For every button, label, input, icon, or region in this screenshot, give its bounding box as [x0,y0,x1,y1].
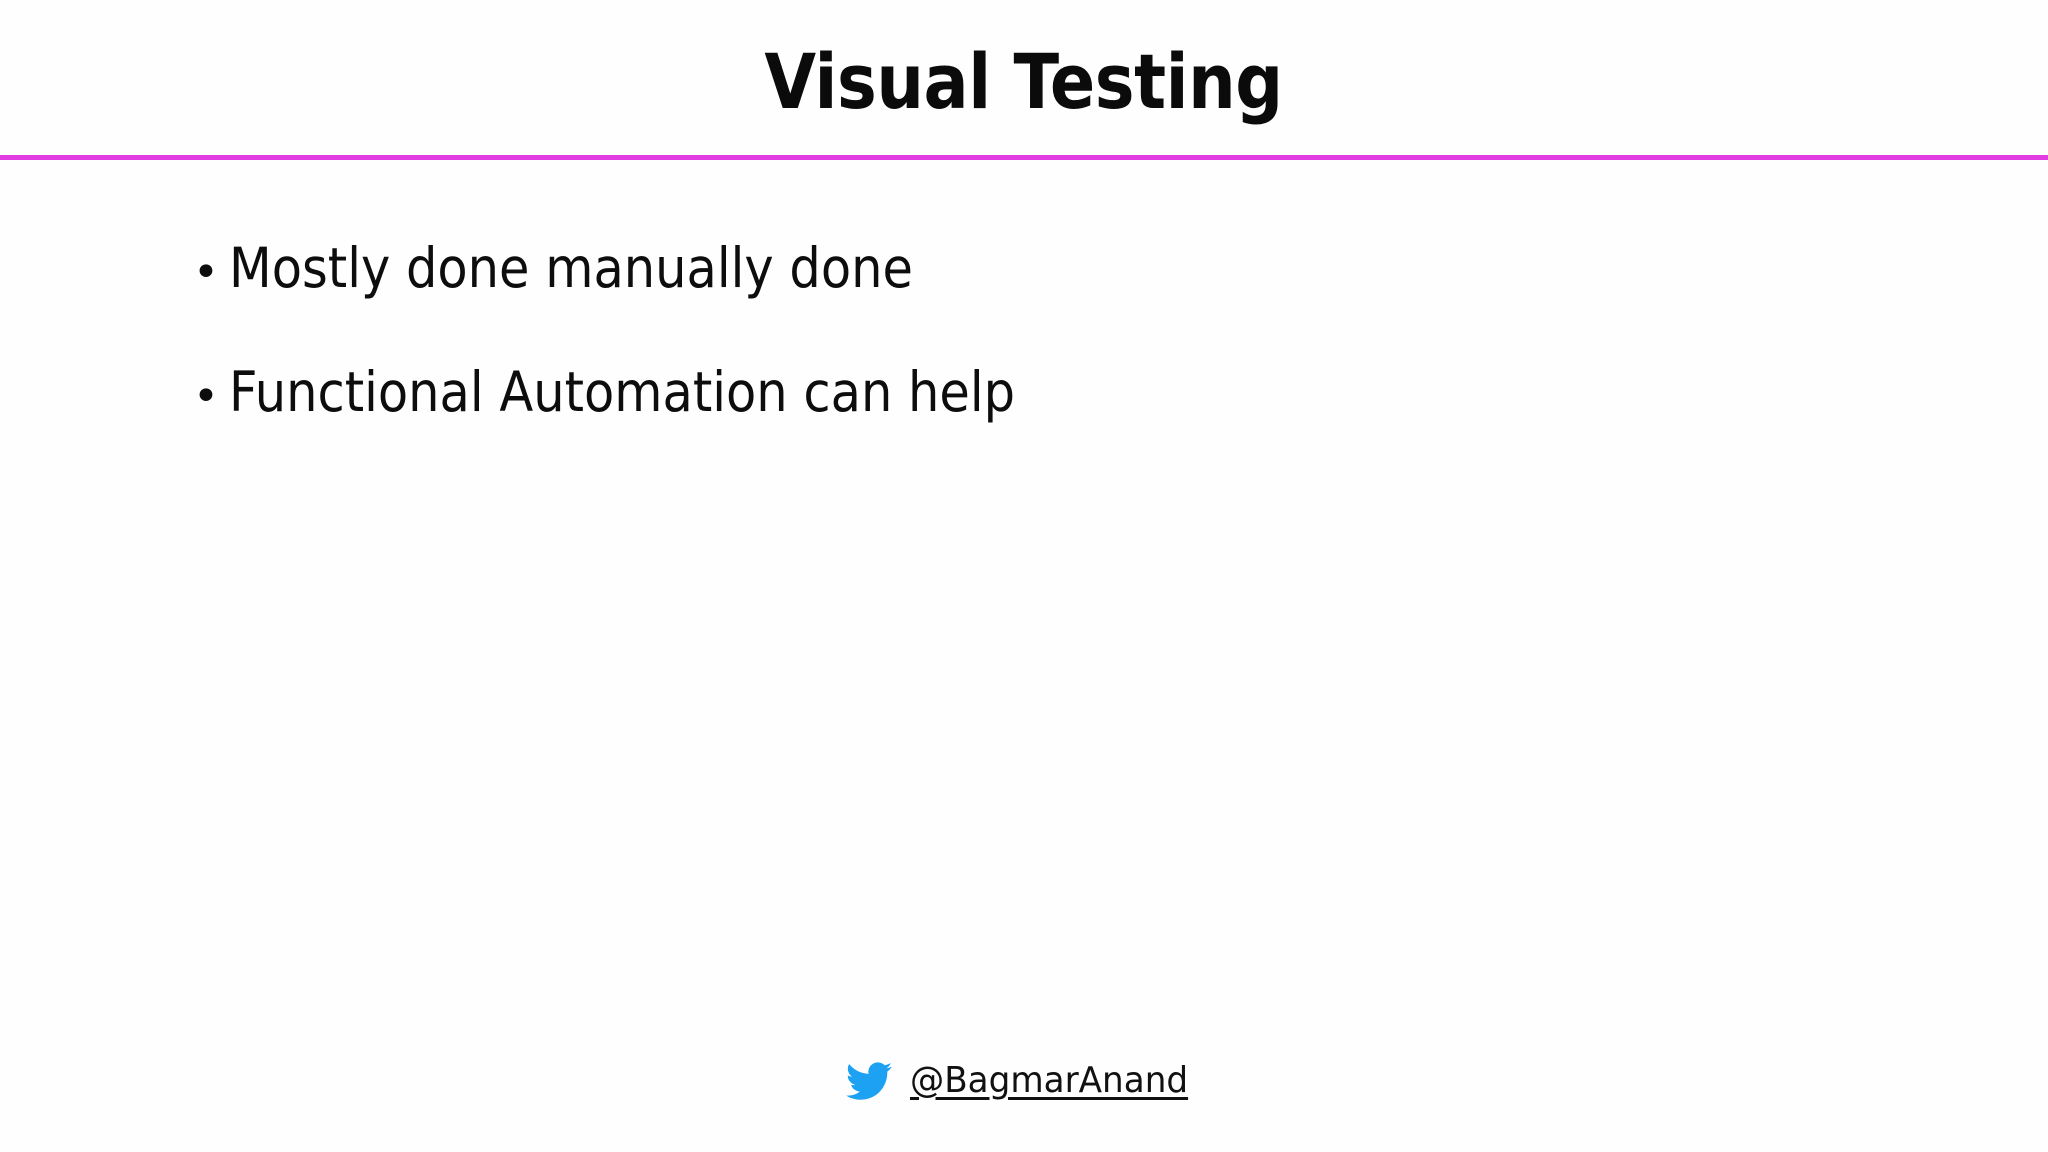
twitter-bird-icon [845,1058,892,1104]
slide-header: Visual Testing [0,0,2048,157]
bullet-text: Mostly done manually done [229,236,913,300]
slide-body: • Mostly done manually done • Functional… [193,236,1893,488]
page-title: Visual Testing [764,36,1284,126]
slide-footer: @BagmarAnand [0,1058,2048,1104]
bullet-point-icon: • [193,370,219,422]
title-divider-rule [0,155,2048,160]
list-item: • Mostly done manually done [193,236,1893,300]
twitter-handle-link[interactable]: @BagmarAnand [909,1060,1188,1101]
bullet-text: Functional Automation can help [229,359,1016,424]
list-item: • Functional Automation can help [193,359,1893,424]
bullet-point-icon: • [193,247,219,298]
